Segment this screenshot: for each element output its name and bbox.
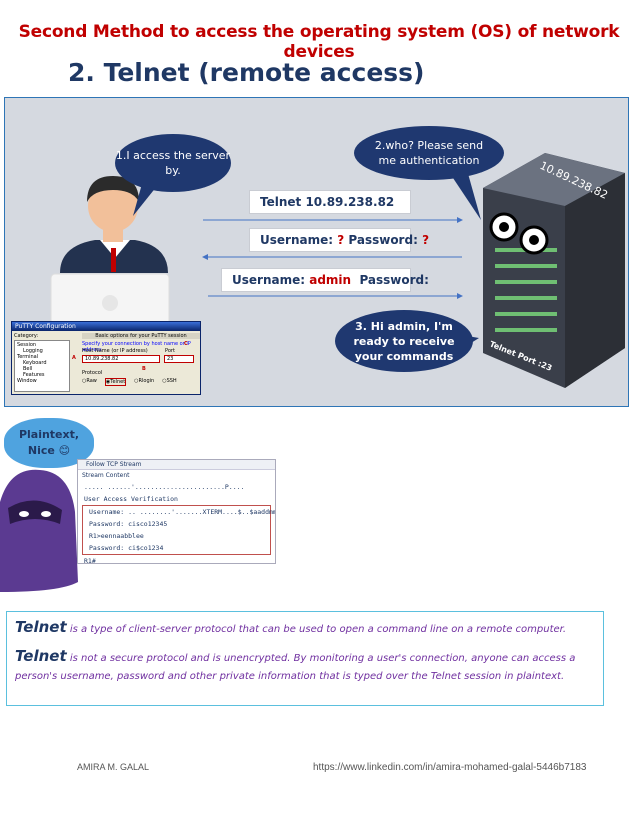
- prompt-pass-value: ?: [422, 233, 430, 247]
- putty-specify-text: Specify your connection by host name or …: [82, 341, 191, 353]
- port-input[interactable]: 23: [164, 355, 194, 363]
- client-speech-bubble: 1.I access the server by.: [115, 134, 231, 192]
- laptop-icon: [50, 273, 170, 333]
- credential-prompt-box: Username: ? Password: ?: [249, 228, 429, 252]
- reply-user-label: Username:: [232, 273, 306, 287]
- telnet-info-box: Telnet is a type of client-server protoc…: [6, 611, 604, 706]
- section-subtitle: Second Method to access the operating sy…: [18, 22, 620, 62]
- stream-line: User Access Verification: [84, 495, 178, 503]
- tcp-stream-window: Follow TCP Stream Stream Content ..... .…: [77, 459, 276, 564]
- telnet-command-box: Telnet 10.89.238.82: [249, 190, 411, 214]
- telnet-diagram: 10.89.238.82 Telnet Port :23 1.I access …: [4, 97, 629, 407]
- diagram-art: 10.89.238.82 Telnet Port :23: [50, 153, 625, 388]
- putty-category-label: Category:: [14, 333, 39, 339]
- info-paragraph-2: Telnet is not a secure protocol and is u…: [15, 647, 576, 682]
- stream-line: Password: ci$co1234: [89, 544, 164, 552]
- stream-line: Username: .. ........'.......XTERM....$.…: [89, 508, 276, 516]
- marker-a: A: [72, 355, 76, 361]
- info-term: Telnet: [15, 618, 67, 636]
- tree-item[interactable]: Window: [17, 378, 37, 384]
- user-figure: [60, 176, 168, 273]
- server-auth-bubble: 2.who? Please send me authentication: [354, 126, 504, 180]
- marker-c: C: [184, 341, 188, 347]
- stream-content-label: Stream Content: [82, 472, 130, 479]
- reply-user-value: admin: [309, 273, 352, 287]
- marker-b: B: [142, 366, 146, 372]
- putty-config-window: PuTTY Configuration Category: Session Lo…: [11, 321, 201, 395]
- tree-item[interactable]: Bell: [23, 366, 33, 372]
- tree-item[interactable]: Keyboard: [23, 360, 47, 366]
- credentials-highlight: Username: .. ........'.......XTERM....$.…: [82, 505, 276, 555]
- stream-line: ..... ......'.......................P...…: [84, 483, 245, 491]
- tree-item[interactable]: Features: [23, 372, 45, 378]
- protocol-telnet[interactable]: ◉Telnet: [104, 378, 127, 386]
- host-input[interactable]: 10.89.238.82: [82, 355, 160, 363]
- reply-pass-label: Password:: [359, 273, 429, 287]
- eyes-icon: [489, 212, 549, 255]
- prompt-pass-label: Password:: [348, 233, 418, 247]
- page-title: 2. Telnet (remote access): [68, 58, 425, 87]
- port-label: Port: [165, 348, 175, 354]
- protocol-ssh[interactable]: ○SSH: [162, 378, 177, 384]
- server-ready-bubble: 3. Hi admin, I'm ready to receive your c…: [335, 310, 473, 372]
- protocol-group: ○Raw ◉Telnet ○Rlogin ○SSH: [82, 378, 177, 386]
- hacker-figure-icon: [0, 469, 78, 592]
- stream-line: Password: cisco12345: [89, 520, 168, 528]
- credential-reply-box: Username: admin Password:: [221, 268, 429, 292]
- protocol-label: Protocol: [82, 370, 103, 376]
- tree-item[interactable]: Session: [17, 342, 37, 348]
- cloud-line-2: Nice 😊: [27, 444, 71, 457]
- tree-item[interactable]: Terminal: [17, 354, 39, 360]
- cloud-line-1: Plaintext,: [18, 428, 80, 441]
- info-term: Telnet: [15, 647, 67, 665]
- stream-line: R1#: [84, 557, 96, 564]
- host-label: Host Name (or IP address): [82, 348, 148, 354]
- tree-item[interactable]: Logging: [23, 348, 43, 354]
- server-rack-icon: [483, 153, 625, 388]
- tcp-window-title: Follow TCP Stream: [78, 460, 275, 470]
- putty-title: PuTTY Configuration: [12, 322, 200, 331]
- stream-line: R1>eennaabblee: [89, 532, 144, 540]
- protocol-raw[interactable]: ○Raw: [82, 378, 97, 384]
- putty-category-tree: Session Logging Terminal Keyboard Bell F…: [14, 340, 70, 392]
- footer-url[interactable]: https://www.linkedin.com/in/amira-mohame…: [313, 762, 587, 773]
- protocol-rlogin[interactable]: ○Rlogin: [134, 378, 155, 384]
- prompt-user-value: ?: [337, 233, 345, 247]
- putty-panel-title: Basic options for your PuTTY session: [82, 333, 200, 339]
- footer-author: AMIRA M. GALAL: [77, 762, 150, 772]
- info-paragraph-1: Telnet is a type of client-server protoc…: [15, 618, 567, 636]
- prompt-user-label: Username:: [260, 233, 334, 247]
